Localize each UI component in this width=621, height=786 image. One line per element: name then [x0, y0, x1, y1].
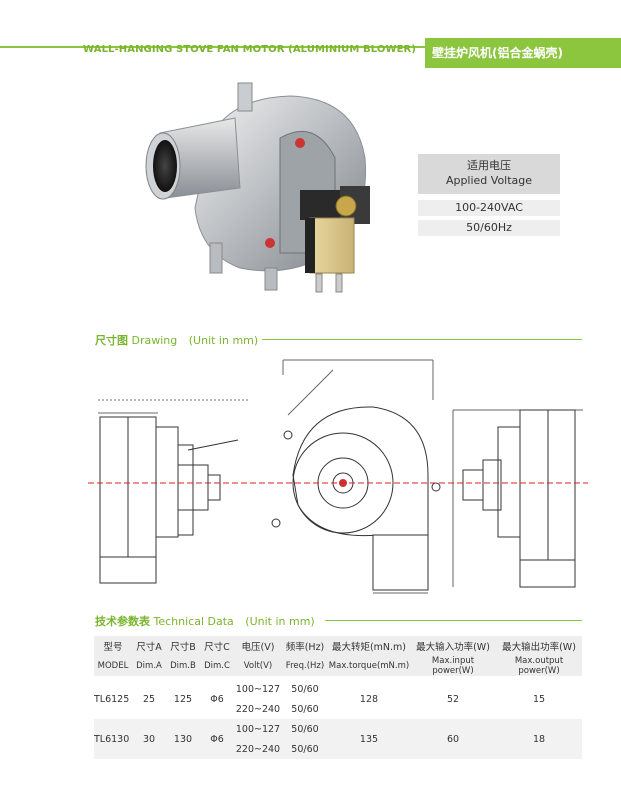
- output-power-cell: 15: [532, 693, 546, 705]
- model-cell: TL6125: [94, 693, 130, 705]
- side-view-left: [98, 399, 248, 584]
- tech-section-title: 技术参数表 Technical Data (Unit in mm): [95, 613, 315, 629]
- header-cell: 尺寸C: [200, 636, 234, 656]
- page-title-cn: 壁挂炉风机(铝合金蜗壳): [432, 46, 563, 60]
- front-view-center: [271, 359, 441, 594]
- tech-unit: (Unit in mm): [245, 615, 315, 628]
- voltage-header: 适用电压 Applied Voltage: [418, 154, 560, 194]
- drawing-unit: (Unit in mm): [188, 334, 259, 347]
- title-bar: WALL-HANGING STOVE FAN MOTOR (ALUMINIUM …: [0, 38, 621, 68]
- voltage-value: 100-240VAC: [418, 200, 560, 216]
- header-cell: 频率(Hz): [282, 636, 328, 656]
- header-cell: 最大输出功率(W): [496, 636, 582, 656]
- spec-table: 型号 尺寸A 尺寸B 尺寸C 电压(V) 频率(Hz) 最大转矩(mN.m) 最…: [94, 636, 582, 759]
- header-cell: Max.output power(W): [496, 656, 582, 676]
- table-row: TL6125 25 125 Φ6 100~127 50/60 128 52 15: [94, 679, 582, 705]
- table-row: TL6130 30 130 Φ6 100~127 50/60 135 60 18: [94, 719, 582, 759]
- dim-b-cell: 125: [173, 693, 193, 705]
- table-header-cn: 型号 尺寸A 尺寸B 尺寸C 电压(V) 频率(Hz) 最大转矩(mN.m) 最…: [94, 636, 582, 656]
- volt-cell: 100~127: [234, 719, 282, 739]
- voltage-box: 适用电压 Applied Voltage 100-240VAC 50/60Hz: [418, 154, 560, 236]
- table-row: 220~240 50/60: [94, 739, 582, 759]
- header-cell: Dim.B: [166, 656, 200, 676]
- model-cell: TL6130: [94, 719, 132, 759]
- freq-cell: 50/60: [282, 739, 328, 759]
- title-banner: [425, 38, 621, 68]
- output-power-cell: 18: [496, 719, 582, 759]
- dim-c-cell: Φ6: [210, 693, 224, 705]
- side-view-right: [452, 409, 583, 588]
- torque-cell: 135: [328, 719, 410, 759]
- header-cell: 尺寸B: [166, 636, 200, 656]
- page-title-en: WALL-HANGING STOVE FAN MOTOR (ALUMINIUM …: [83, 44, 416, 55]
- frequency-value: 50/60Hz: [418, 220, 560, 236]
- header-cell: 最大转矩(mN.m): [328, 636, 410, 656]
- header-cell: Max.input power(W): [410, 656, 496, 676]
- freq-cell: 50/60: [291, 683, 319, 695]
- header-cell: Freq.(Hz): [282, 656, 328, 676]
- header-cell: Dim.C: [200, 656, 234, 676]
- dim-c-cell: Φ6: [200, 719, 234, 759]
- tech-title-cn: 技术参数表: [95, 615, 150, 628]
- header-cell: 电压(V): [234, 636, 282, 656]
- volt-cell: 100~127: [235, 683, 281, 695]
- input-power-cell: 60: [410, 719, 496, 759]
- volt-cell: 220~240: [235, 703, 281, 715]
- freq-cell: 50/60: [282, 719, 328, 739]
- header-cell: Dim.A: [132, 656, 166, 676]
- table-row: 220~240 50/60: [94, 699, 582, 719]
- drawing-title-cn: 尺寸图: [95, 334, 128, 347]
- header-cell: 最大输入功率(W): [410, 636, 496, 656]
- header-cell: Max.torque(mN.m): [328, 656, 410, 676]
- table-header-en: MODEL Dim.A Dim.B Dim.C Volt(V) Freq.(Hz…: [94, 656, 582, 676]
- voltage-title-en: Applied Voltage: [445, 174, 533, 187]
- header-cell: 型号: [94, 636, 132, 656]
- title-rule: [0, 46, 621, 48]
- dim-a-cell: 30: [132, 719, 166, 759]
- volt-cell: 220~240: [234, 739, 282, 759]
- header-cell: Volt(V): [234, 656, 282, 676]
- input-power-cell: 52: [446, 693, 460, 705]
- dim-b-cell: 130: [166, 719, 200, 759]
- torque-cell: 128: [359, 693, 379, 705]
- header-cell: 尺寸A: [132, 636, 166, 656]
- header-cell: MODEL: [94, 656, 132, 676]
- tech-rule: [325, 620, 582, 621]
- technical-drawing: [88, 359, 588, 594]
- voltage-title-cn: 适用电压: [467, 159, 511, 172]
- drawing-section-title: 尺寸图 Drawing (Unit in mm): [95, 332, 258, 348]
- tech-title-en: Technical Data: [153, 615, 234, 628]
- dim-a-cell: 25: [142, 693, 156, 705]
- product-photo: [145, 82, 370, 293]
- drawing-rule: [262, 339, 582, 340]
- drawing-title-en: Drawing: [131, 334, 178, 347]
- freq-cell: 50/60: [291, 703, 319, 715]
